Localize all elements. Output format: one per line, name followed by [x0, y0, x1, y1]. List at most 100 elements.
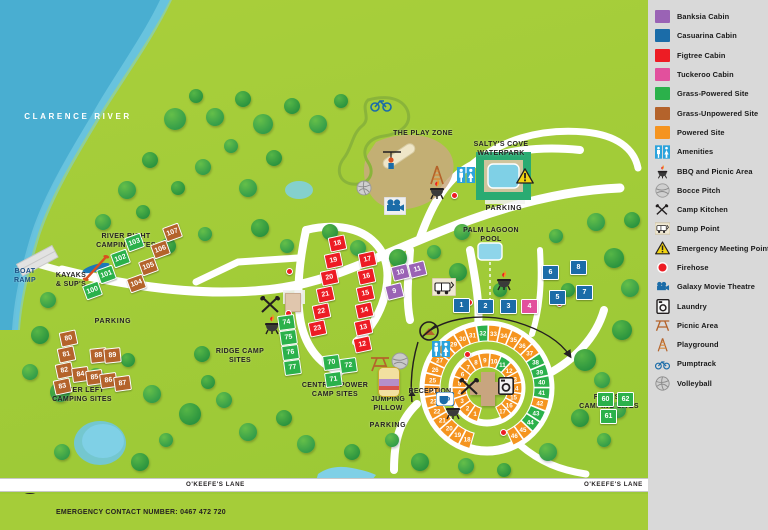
ring-inner-site-5-label: 5: [458, 380, 462, 387]
movie-theatre-icon-map: [384, 197, 406, 215]
label-parking-river: PARKING: [94, 318, 132, 325]
firehose-icon-ring-north: [464, 351, 471, 358]
ring-outer-site-36-label: 36: [519, 343, 526, 350]
firehose-icon-figtree-north: [286, 268, 293, 275]
site-71[interactable]: 71: [324, 370, 343, 389]
site-4[interactable]: 4: [521, 299, 538, 314]
label-boat-ramp: BOAT RAMP: [13, 268, 36, 284]
ring-inner-site-17[interactable]: [495, 402, 512, 421]
ring-inner-site-11-label: 11: [499, 362, 506, 369]
site-72[interactable]: 72: [339, 356, 358, 375]
ring-outer-site-39[interactable]: [529, 363, 550, 380]
site-89[interactable]: 89: [103, 347, 122, 364]
label-river-left-camping-sites: RIVER LEFT CAMPING SITES: [52, 387, 112, 403]
camp-kitchen-icon: [655, 202, 670, 217]
ring-outer-site-20[interactable]: [439, 418, 459, 439]
site-7[interactable]: 7: [576, 285, 593, 300]
ring-outer-site-43[interactable]: [525, 404, 547, 423]
ring-outer-site-36[interactable]: [512, 335, 533, 356]
ring-outer-site-31[interactable]: [464, 325, 480, 345]
legend-item-label: Pumptrack: [677, 359, 717, 369]
ring-outer-site-45[interactable]: [513, 419, 534, 440]
amenities-icon-waterpark: [457, 167, 475, 183]
ring-outer-site-38-label: 38: [532, 360, 539, 367]
ring-outer-site-38[interactable]: [525, 352, 546, 371]
amenities-icon-ring: [432, 341, 450, 357]
reception-ring-sites[interactable]: 1819202122232425262728293031323334353637…: [0, 0, 648, 530]
ring-outer-site-21[interactable]: [431, 411, 453, 431]
label-saltys-cove-waterpark: SALTY'S COVE WATERPARK: [473, 141, 529, 157]
ring-outer-site-34[interactable]: [496, 325, 513, 346]
bbq-icon: [655, 164, 670, 179]
ring-outer-site-19-label: 19: [454, 432, 461, 439]
ring-outer-site-22[interactable]: [426, 402, 447, 421]
firehose-icon-ring-south: [500, 429, 507, 436]
site-61[interactable]: 61: [600, 409, 617, 424]
firehose-icon-playzone: [451, 192, 458, 199]
ring-outer-site-43-label: 43: [533, 410, 540, 417]
ring-inner-site-9-label: 9: [483, 357, 487, 364]
ring-inner-site-7-label: 7: [467, 365, 471, 372]
legend-item-label: Galaxy Movie Theatre: [677, 282, 755, 292]
label-ridge-camp-sites: RIDGE CAMP SITES: [215, 348, 265, 364]
okeefes-lane-road: [0, 478, 648, 492]
legend-item-amenities: Amenities: [648, 142, 768, 161]
legend-item-label: Playground: [677, 340, 719, 350]
site-6[interactable]: 6: [542, 265, 559, 280]
legend-item-laundry: Laundry: [648, 296, 768, 315]
site-60[interactable]: 60: [597, 392, 614, 407]
legend-swatch: [655, 106, 670, 120]
ring-inner-site-12-label: 12: [506, 368, 513, 375]
legend-item-firehose: Firehose: [648, 258, 768, 277]
ring-outer-site-19[interactable]: [447, 424, 467, 445]
site-5[interactable]: 5: [549, 290, 566, 305]
site-62[interactable]: 62: [617, 392, 634, 407]
cafe-icon-reception: [436, 392, 454, 406]
legend-item-label: Powered Site: [677, 127, 725, 137]
site-70[interactable]: 70: [322, 353, 341, 372]
legend-item-label: BBQ and Picnic Area: [677, 166, 753, 176]
legend-item-label: Grass-Unpowered Site: [677, 108, 759, 118]
site-8[interactable]: 8: [570, 260, 587, 275]
ring-outer-site-46[interactable]: [505, 425, 524, 447]
map-terrain: [0, 0, 648, 530]
legend-swatch: [655, 87, 670, 101]
ring-inner-site-17-label: 17: [499, 409, 506, 416]
flying-fox-icon: [383, 151, 401, 169]
ring-outer-site-41[interactable]: [532, 387, 551, 400]
ring-outer-site-42[interactable]: [530, 396, 550, 412]
legend-item-bbq-and-picnic-area: BBQ and Picnic Area: [648, 161, 768, 180]
ring-outer-site-44-label: 44: [527, 419, 534, 426]
legend-item-figtree-cabin: Figtree Cabin: [648, 46, 768, 65]
ring-outer-site-18-label: 18: [464, 437, 471, 444]
ring-outer-site-44[interactable]: [520, 412, 541, 433]
label-parking-north: PARKING: [485, 205, 523, 212]
site-87[interactable]: 87: [113, 374, 132, 393]
laundry-icon-ring: [498, 377, 514, 395]
bbq-icon-playzone: [430, 179, 444, 200]
map-canvas[interactable]: 1819202122232425262728293031323334353637…: [0, 0, 648, 530]
ring-outer-site-18[interactable]: [458, 429, 475, 450]
emergency-contact-text: EMERGENCY CONTACT NUMBER: 0467 472 720: [56, 508, 226, 516]
bottom-info-bar: EMERGENCY CONTACT NUMBER: 0467 472 720: [0, 494, 648, 530]
ring-outer-site-26[interactable]: [425, 360, 446, 378]
emergency-meeting-point-icon: [655, 241, 670, 256]
ring-outer-site-40[interactable]: [532, 375, 551, 388]
firehose-icon: [655, 260, 670, 275]
site-2[interactable]: 2: [477, 299, 494, 314]
ring-inner-site-8-label: 8: [474, 360, 478, 367]
ring-outer-site-37[interactable]: [519, 343, 541, 363]
playground-icon: [655, 337, 670, 352]
ring-outer-site-40-label: 40: [538, 380, 545, 387]
ring-outer-site-25[interactable]: [423, 372, 442, 386]
legend-item-galaxy-movie-theatre: Galaxy Movie Theatre: [648, 277, 768, 296]
site-1[interactable]: 1: [453, 298, 470, 313]
site-3[interactable]: 3: [500, 299, 517, 314]
ring-outer-site-33[interactable]: [487, 324, 501, 343]
legend-item-playground: Playground: [648, 335, 768, 354]
ring-outer-site-30[interactable]: [453, 328, 471, 349]
ring-outer-site-35[interactable]: [505, 329, 524, 350]
site-77[interactable]: 77: [283, 358, 302, 377]
ring-outer-site-32[interactable]: [475, 324, 489, 343]
